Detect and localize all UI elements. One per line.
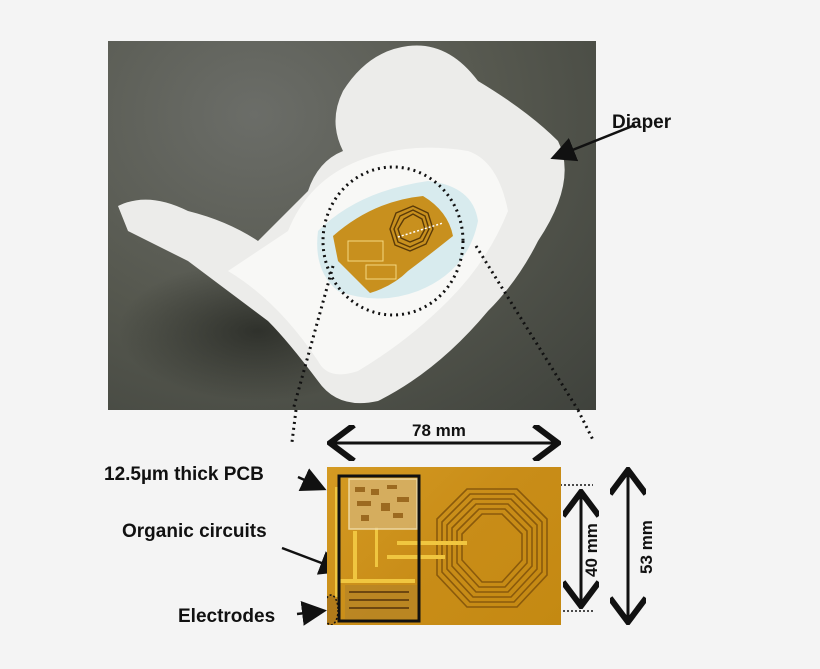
electrodes-marker xyxy=(327,594,339,625)
diaper-illustration xyxy=(118,45,580,410)
organic-circuits-label: Organic circuits xyxy=(122,521,267,542)
width-dimension-label: 78 mm xyxy=(412,421,466,440)
organic-circuits-box xyxy=(337,474,421,623)
coil-height-dimension-label: 40 mm xyxy=(582,523,601,577)
pcb-closeup xyxy=(327,467,561,625)
total-height-dimension-label: 53 mm xyxy=(637,520,656,574)
pcb-thickness-label: 12.5µm thick PCB xyxy=(104,464,264,485)
electrodes-arrow xyxy=(296,600,327,626)
diaper-arrow xyxy=(550,123,636,162)
diaper-label: Diaper xyxy=(612,112,672,133)
pcb-arrow xyxy=(297,468,327,492)
electrodes-label: Electrodes xyxy=(178,606,276,627)
pcb-layout xyxy=(327,474,548,625)
guide-line-left xyxy=(290,409,298,443)
diaper-photo xyxy=(108,41,596,410)
guide-line-right xyxy=(576,409,596,443)
